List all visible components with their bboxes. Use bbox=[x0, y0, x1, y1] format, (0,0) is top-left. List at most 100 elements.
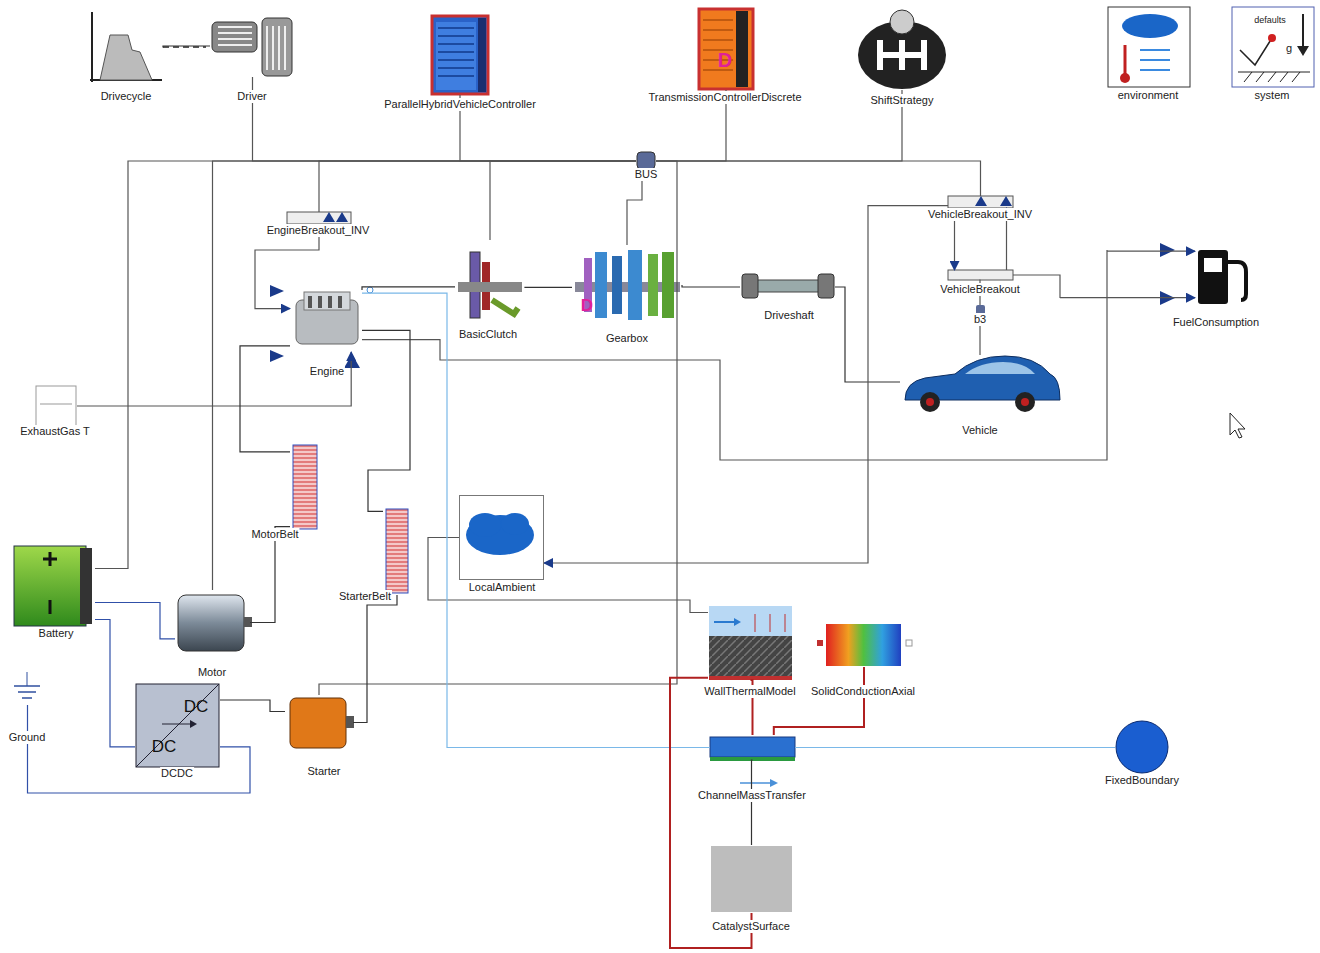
engine-icon bbox=[270, 285, 373, 368]
drivecycle-icon bbox=[90, 12, 206, 82]
ground-symbol bbox=[14, 672, 40, 698]
channel-icon bbox=[710, 737, 795, 787]
component-node: LocalAmbient bbox=[459, 495, 544, 580]
component-node: BasicClutch bbox=[455, 240, 525, 325]
component-label: DCDC bbox=[160, 767, 194, 780]
connector bbox=[95, 161, 636, 569]
icon-text: DC bbox=[184, 698, 209, 715]
component-label: Driveshaft bbox=[763, 309, 815, 322]
connector bbox=[95, 620, 135, 747]
clutch-icon bbox=[458, 252, 522, 318]
battery-icon bbox=[14, 546, 92, 626]
boundary-icon bbox=[1116, 721, 1168, 773]
component-label: BUS bbox=[634, 168, 659, 181]
belt-icon bbox=[386, 509, 408, 593]
connector bbox=[795, 747, 1115, 748]
component-label: ExhaustGas T bbox=[19, 425, 91, 438]
connector bbox=[656, 161, 981, 196]
connector bbox=[319, 161, 677, 695]
connector bbox=[670, 678, 752, 948]
environment-icon bbox=[1108, 7, 1190, 87]
component-label: StarterBelt bbox=[338, 590, 392, 603]
connector bbox=[544, 206, 948, 563]
wall-thermal-icon bbox=[709, 606, 792, 680]
icon-text: D bbox=[718, 50, 732, 70]
sensor-icon bbox=[36, 386, 76, 426]
connector bbox=[240, 346, 290, 452]
component-node: Driveshaft bbox=[740, 272, 835, 302]
component-label: WallThermalModel bbox=[703, 685, 796, 698]
component-label: CatalystSurface bbox=[711, 920, 791, 933]
pedal-icon bbox=[212, 18, 292, 76]
component-label: EngineBreakout_INV bbox=[266, 224, 371, 237]
gearbox-icon bbox=[575, 250, 680, 320]
component-node: SolidConductionAxial bbox=[825, 622, 903, 667]
component-label: environment bbox=[1117, 89, 1180, 102]
solid-conduction-icon bbox=[817, 624, 912, 666]
component-node: MotorBelt bbox=[290, 443, 320, 531]
component-node: CatalystSurface bbox=[710, 845, 793, 913]
component-node: WallThermalModel bbox=[708, 605, 793, 680]
component-label: VehicleBreakout_INV bbox=[927, 208, 1033, 221]
icon-text: DC bbox=[152, 738, 177, 755]
component-node: b3 bbox=[975, 305, 985, 315]
component-label: BasicClutch bbox=[458, 328, 518, 341]
connector bbox=[682, 285, 740, 287]
component-node: Starter bbox=[285, 695, 353, 750]
component-node: FixedBoundary bbox=[1115, 720, 1170, 775]
connector bbox=[77, 352, 351, 406]
component-node: ShiftStrategy bbox=[858, 10, 946, 90]
component-node: BUS bbox=[636, 152, 656, 170]
component-label: b3 bbox=[973, 313, 987, 326]
component-label: Engine bbox=[309, 365, 345, 378]
catalyst-icon bbox=[711, 846, 792, 912]
connector bbox=[752, 760, 753, 845]
breakout-icon bbox=[287, 212, 351, 224]
connector bbox=[362, 287, 455, 290]
component-label: Starter bbox=[306, 765, 341, 778]
component-node: StarterBelt bbox=[383, 507, 411, 595]
component-node: Driver bbox=[210, 15, 295, 77]
driveshaft-icon bbox=[742, 274, 834, 298]
component-node: Vehicle bbox=[900, 355, 1060, 415]
connector bbox=[1013, 275, 1195, 298]
component-node: Motor bbox=[175, 590, 250, 655]
shifter-icon bbox=[858, 10, 946, 89]
component-node: EngineBreakout_INV bbox=[287, 212, 351, 224]
connector bbox=[627, 170, 642, 245]
component-label: Gearbox bbox=[605, 332, 649, 345]
connector bbox=[525, 286, 572, 288]
component-node: ChannelMassTransfer bbox=[710, 735, 795, 760]
component-node: Engine bbox=[290, 290, 362, 352]
component-node: Drivecycle bbox=[88, 10, 163, 85]
component-label: ShiftStrategy bbox=[870, 94, 935, 107]
component-node: DC DC bbox=[135, 683, 220, 768]
connector bbox=[774, 667, 864, 735]
connector bbox=[489, 161, 636, 240]
component-node: VehicleBreakout_INV bbox=[948, 196, 1013, 208]
component-node: FuelConsumption bbox=[1195, 245, 1253, 307]
component-label: ChannelMassTransfer bbox=[697, 789, 807, 802]
component-node: ParallelHybridVehicleController bbox=[430, 15, 490, 95]
connector bbox=[220, 700, 285, 712]
component-node: Battery bbox=[12, 543, 95, 628]
starter-icon bbox=[290, 698, 354, 748]
controller-icon bbox=[699, 9, 753, 89]
dcdc-icon bbox=[136, 684, 219, 767]
component-label: FuelConsumption bbox=[1172, 316, 1260, 329]
component-label: Motor bbox=[197, 666, 227, 679]
component-label: system bbox=[1254, 89, 1291, 102]
component-label: ParallelHybridVehicleController bbox=[383, 98, 537, 111]
component-node: ExhaustGas T bbox=[35, 385, 77, 427]
component-label: MotorBelt bbox=[250, 528, 299, 541]
component-label: SolidConductionAxial bbox=[810, 685, 916, 698]
connector bbox=[28, 705, 251, 793]
icon-text: defaults bbox=[1254, 16, 1286, 25]
component-label: Ground bbox=[8, 731, 47, 744]
mouse-cursor bbox=[1230, 413, 1245, 438]
connector bbox=[428, 538, 708, 613]
motor-icon bbox=[178, 595, 252, 651]
